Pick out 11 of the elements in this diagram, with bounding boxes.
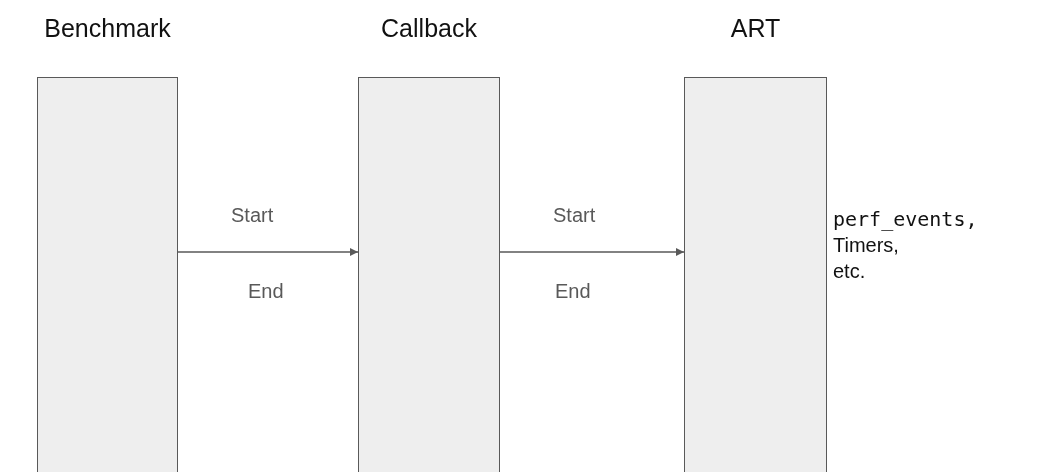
arrow bbox=[499, 248, 685, 256]
column-heading: Benchmark bbox=[44, 14, 171, 43]
edge-label: Start bbox=[553, 204, 596, 227]
column-heading: ART bbox=[730, 14, 781, 43]
note-text: End bbox=[555, 279, 591, 304]
note-text: End bbox=[248, 279, 284, 304]
edge-label: Start bbox=[231, 204, 274, 227]
arrow bbox=[177, 248, 359, 256]
note-text: Timers, etc. bbox=[833, 233, 900, 284]
column-heading: Callback bbox=[381, 14, 477, 43]
note-text: perf_events, bbox=[833, 206, 979, 232]
